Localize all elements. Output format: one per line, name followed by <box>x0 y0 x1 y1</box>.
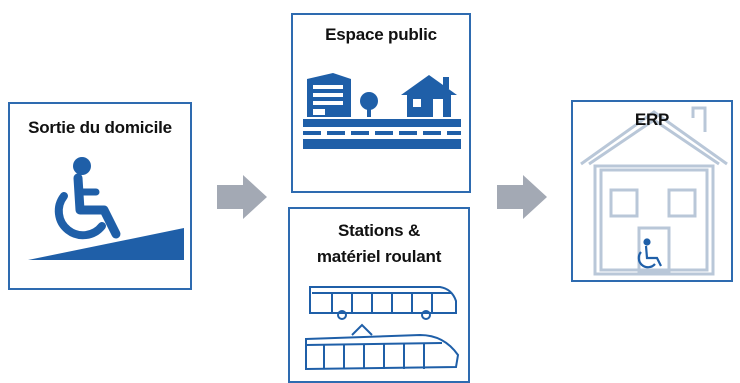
wheelchair-ramp-icon <box>20 148 184 268</box>
box-erp: ERP <box>571 100 733 282</box>
box-label: Sortie du domicile <box>28 118 172 137</box>
box-sortie-domicile: Sortie du domicile <box>8 102 192 290</box>
tram-icon <box>302 281 460 381</box>
box-espace-public: Espace public <box>291 13 471 193</box>
box-stations: Stations & matériel roulant <box>288 207 470 383</box>
arrow-right-icon <box>217 175 267 219</box>
box-label-line2: matériel roulant <box>316 247 442 266</box>
street-buildings-icon <box>303 65 461 165</box>
arrow-right-icon <box>497 175 547 219</box>
box-label-line1: Stations & <box>337 221 421 240</box>
box-label: Espace public <box>325 25 437 44</box>
box-label: ERP <box>634 110 670 129</box>
house-wheelchair-icon <box>577 104 731 280</box>
